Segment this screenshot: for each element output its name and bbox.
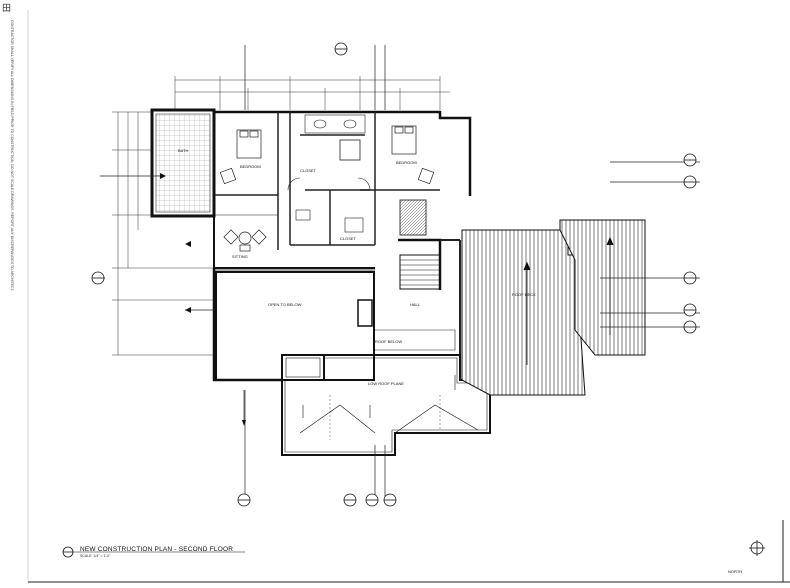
north-label: NORTH — [728, 569, 743, 574]
callout-bottom-left — [237, 493, 251, 507]
callout-bottom-b — [365, 493, 379, 507]
bed-right — [391, 125, 417, 155]
label-hall: HALL — [410, 302, 421, 307]
callout-right-c — [683, 271, 697, 285]
dimension-left — [112, 111, 215, 356]
bed-left — [236, 129, 262, 159]
label-bath: BATH — [178, 148, 188, 153]
label-sitting: SITTING — [232, 254, 248, 259]
label-bedroom-right: BEDROOM — [396, 160, 417, 165]
callout-right-e — [683, 320, 697, 334]
low-roof — [281, 354, 491, 456]
callout-right-b — [683, 175, 697, 189]
label-low-roof: LOW ROOF PLANE — [368, 381, 404, 386]
label-bedroom-left: BEDROOM — [240, 164, 261, 169]
sheet-title: NEW CONSTRUCTION PLAN - SECOND FLOOR — [80, 546, 234, 553]
callout-left-mid — [91, 271, 105, 285]
interior-walls — [214, 112, 440, 250]
label-closet-b: CLOSET — [340, 236, 357, 241]
callout-bottom-a — [343, 493, 357, 507]
callout-top-left — [334, 42, 348, 56]
stair — [398, 199, 442, 290]
sheet-scale: SCALE: 1/4" = 1'-0" — [80, 554, 111, 558]
callout-bottom-c — [383, 493, 397, 507]
arrowheads — [160, 173, 246, 426]
label-closet-a: CLOSET — [300, 168, 317, 173]
label-roof-below: ROOF BELOW — [375, 339, 402, 344]
roof-deck — [461, 219, 646, 396]
label-roof-deck: ROOF DECK — [512, 292, 536, 297]
north-arrow-icon — [749, 540, 765, 556]
title-callout — [62, 546, 245, 558]
dimension-top — [174, 76, 450, 110]
section-callouts — [91, 42, 697, 507]
callout-right-a — [683, 153, 697, 167]
room-labels: BATH BEDROOM BEDROOM CLOSET CLOSET SITTI… — [178, 148, 536, 386]
furniture — [219, 125, 435, 252]
label-open-to-below: OPEN TO BELOW — [268, 302, 302, 307]
corner-mark: 田 — [2, 3, 11, 14]
callout-right-d — [683, 303, 697, 317]
hall — [375, 239, 461, 360]
